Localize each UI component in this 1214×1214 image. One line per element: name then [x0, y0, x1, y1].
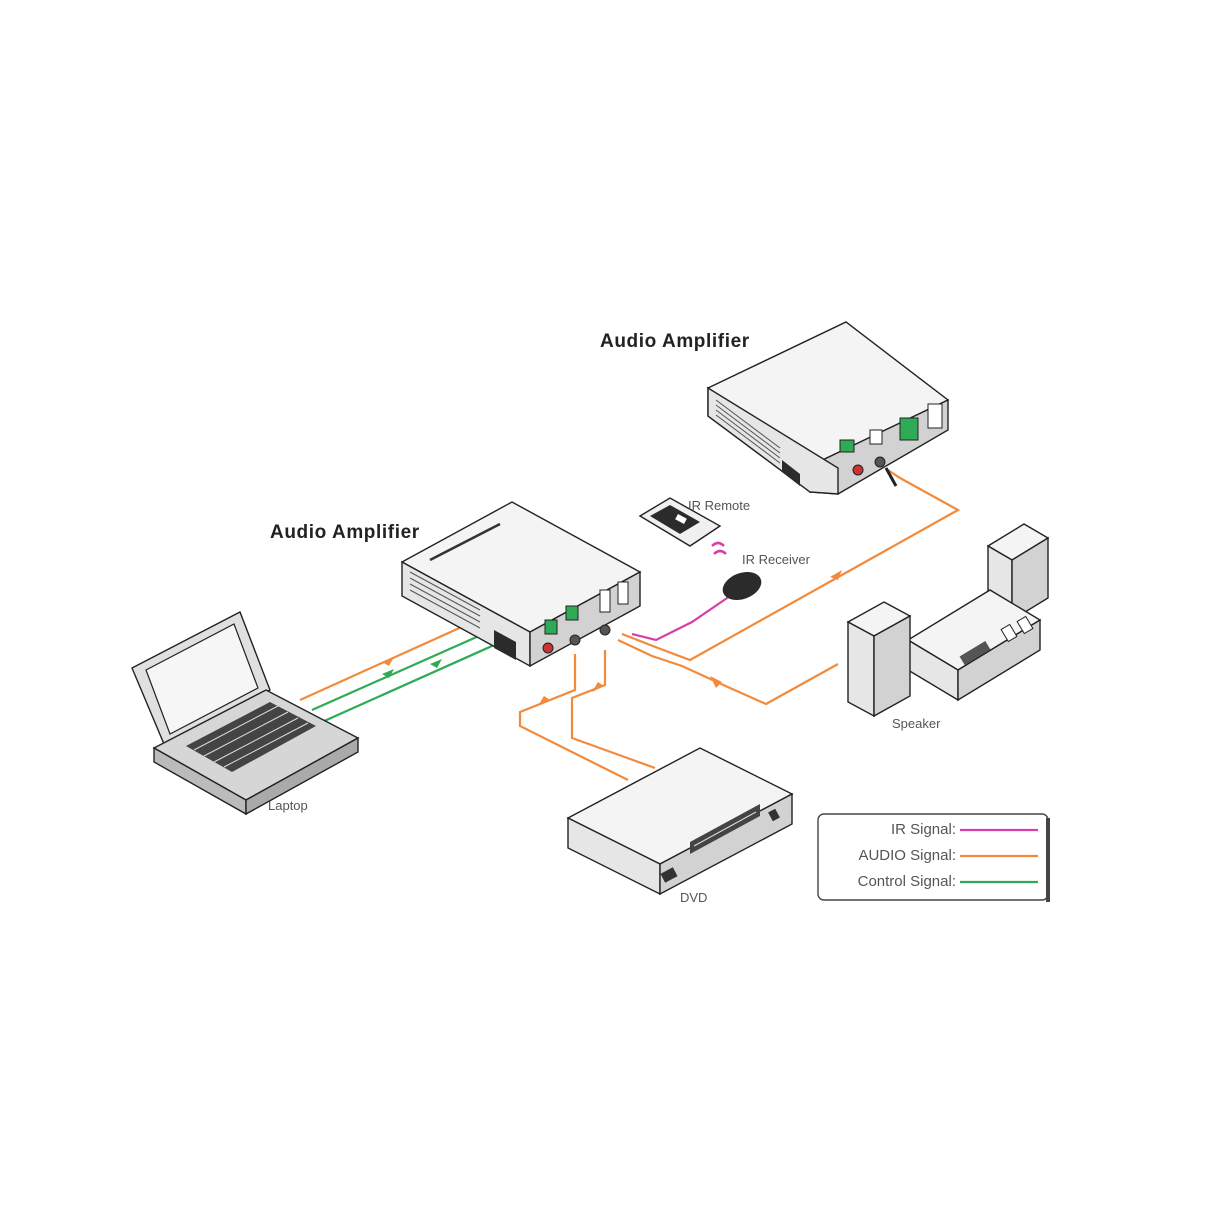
legend-label-audio: AUDIO Signal:: [858, 847, 956, 864]
ir-receiver: IR Receiver: [722, 552, 811, 601]
speaker-system: Speaker: [846, 523, 1050, 731]
dvd-label: DVD: [680, 890, 707, 905]
legend-item-ir: IR Signal:: [891, 821, 1038, 838]
legend: IR Signal: AUDIO Signal: Control Signal:: [817, 813, 1050, 902]
legend-label-ir: IR Signal:: [891, 821, 956, 838]
audio-amplifier-main: Audio Amplifier: [270, 501, 642, 668]
vents: [715, 399, 781, 464]
audio-wire-top-amp: [621, 469, 961, 662]
speaker-label: Speaker: [892, 716, 941, 731]
audio-amplifier-top: Audio Amplifier: [600, 321, 950, 495]
ir-beam-icon: [711, 541, 727, 555]
vents: [409, 571, 481, 629]
audio-wire-dvd-1: [518, 654, 629, 781]
amp-main-title: Audio Amplifier: [270, 522, 420, 543]
dvd-player: DVD: [566, 747, 794, 905]
ir-receiver-label: IR Receiver: [742, 552, 811, 567]
ir-remote-label: IR Remote: [688, 498, 750, 513]
audio-wire-dvd-2: [570, 650, 656, 770]
wires: [299, 469, 961, 781]
ir-wire: [631, 595, 731, 642]
laptop: Laptop: [131, 611, 360, 816]
legend-label-control: Control Signal:: [858, 873, 956, 890]
ir-remote: IR Remote: [638, 497, 750, 547]
legend-item-control: Control Signal:: [858, 873, 1038, 890]
amp-top-title: Audio Amplifier: [600, 331, 750, 352]
keyboard: [186, 702, 316, 772]
laptop-label: Laptop: [268, 798, 308, 813]
audio-wire-speaker: [617, 639, 839, 706]
legend-item-audio: AUDIO Signal:: [858, 847, 1038, 864]
